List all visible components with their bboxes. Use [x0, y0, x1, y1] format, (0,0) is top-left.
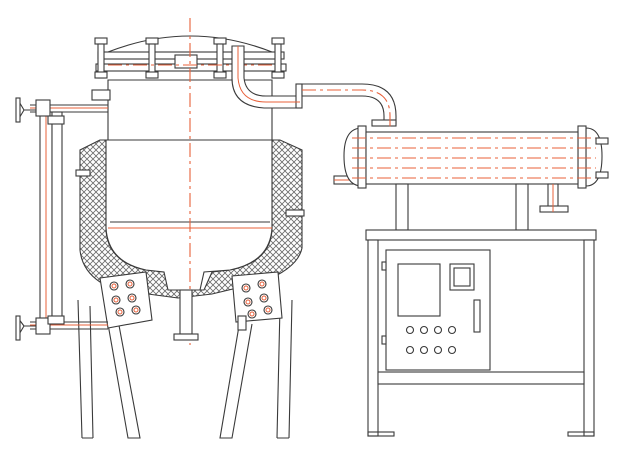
sight-glass-gauge: [15, 97, 108, 341]
exchanger-tubes: [352, 137, 596, 179]
control-button: [419, 345, 429, 355]
tank-shell: [105, 139, 273, 291]
outlet-valve-bank-right: [231, 271, 283, 331]
indicator-window: [453, 267, 471, 287]
control-button: [433, 325, 443, 335]
clamp: [271, 37, 285, 79]
control-button: [419, 325, 429, 335]
control-button: [433, 345, 443, 355]
control-button: [447, 325, 457, 335]
tank-upper-body: [107, 79, 273, 141]
control-button: [405, 325, 415, 335]
reactor-tank: [75, 18, 305, 439]
top-left-nozzle: [91, 89, 111, 101]
display-screen: [397, 263, 441, 317]
side-nozzle: [285, 209, 305, 217]
control-button: [405, 345, 415, 355]
heat-exchanger: [333, 125, 609, 213]
clamp: [145, 37, 159, 79]
control-buttons: [405, 325, 457, 355]
clamp: [94, 37, 108, 79]
clamp: [213, 37, 227, 79]
tank-legs: [77, 299, 293, 439]
control-button: [447, 345, 457, 355]
control-cabinet: [365, 183, 597, 437]
outlet-valve-bank-left: [99, 271, 153, 329]
top-clamps: [94, 37, 285, 79]
vapor-pipe: [231, 45, 397, 130]
side-nozzle: [75, 169, 91, 177]
bottom-outlet: [173, 289, 199, 341]
cabinet-handle: [473, 299, 481, 333]
